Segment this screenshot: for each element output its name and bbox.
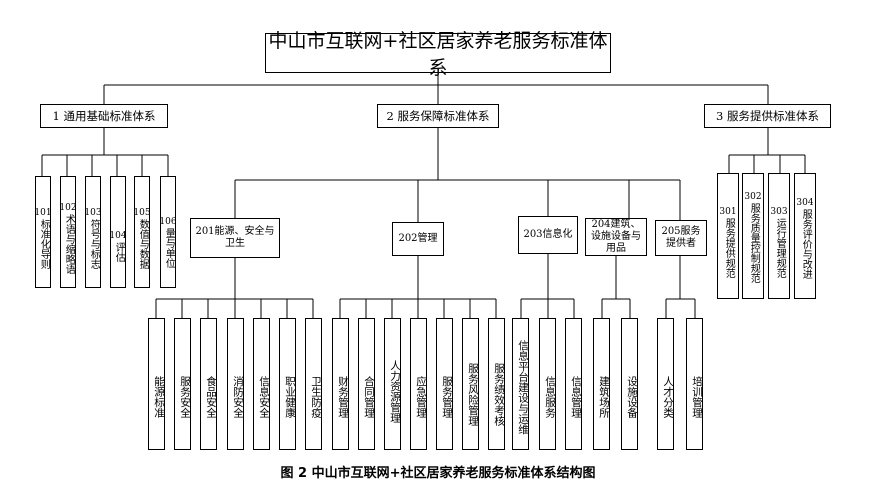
sub-202: 202管理 [392,222,444,256]
item-202-4: 应急管理 [410,318,427,450]
item-201-4: 消防安全 [227,318,244,450]
std-302-label: 服务质量控制规范 [748,203,760,284]
item-205-2: 培训管理 [686,318,703,450]
std-303-code: 303 [770,206,788,217]
item-202-5: 服务管理 [436,318,453,450]
root-title: 中山市互联网+社区居家养老服务标准体系 [265,30,611,79]
item-201-2: 服务安全 [174,318,191,450]
sub-204: 204建筑、设施设备与用品 [585,218,647,256]
level1-service-provision: 3 服务提供标准体系 [704,104,831,128]
item-202-3: 人力资源管理 [384,318,401,450]
level1-general-basics: 1 通用基础标准体系 [40,104,168,128]
std-102-code: 102 [59,202,77,213]
item-205-1: 人才分类 [657,318,674,450]
std-304: 304 服务评价与改进 [794,173,816,299]
std-103-code: 103 [84,207,102,218]
std-303: 303 运行管理规范 [768,173,790,299]
std-104-code: 104 [109,230,127,241]
std-105-label: 数值与数据 [137,219,149,270]
std-102: 102 术语与缩略语 [59,176,77,288]
std-302: 302 服务质量控制规范 [742,173,764,299]
std-106: 106 量与单位 [159,176,177,288]
figure-caption: 图 2 中山市互联网+社区居家养老服务标准体系结构图 [280,466,596,481]
std-304-code: 304 [796,197,814,208]
std-103-label: 符号与标志 [88,219,100,270]
item-203-1: 信息平台建设与运维 [512,318,529,450]
item-201-5: 信息安全 [253,318,270,450]
std-104-label: 评估 [113,242,125,263]
std-106-code: 106 [159,216,177,227]
std-301-label: 服务提供规范 [723,218,735,279]
item-202-1: 财务管理 [332,318,349,450]
item-201-6: 职业健康 [279,318,296,450]
item-204-2: 设施设备 [621,318,638,450]
std-301-code: 301 [719,206,737,217]
std-302-code: 302 [744,191,762,202]
item-203-2: 信息服务 [539,318,556,450]
std-104: 104 评估 [109,176,127,288]
std-105: 105 数值与数据 [133,176,151,288]
sub-201: 201能源、安全与卫生 [190,218,280,258]
std-106-label: 量与单位 [163,228,175,269]
item-202-7: 服务绩效考核 [488,318,505,450]
item-201-1: 能源标准 [148,318,165,450]
item-202-2: 合同管理 [358,318,375,450]
std-101-label: 标准化导则 [38,219,50,270]
std-301: 301 服务提供规范 [717,173,739,299]
level1-service-support: 2 服务保障标准体系 [377,104,499,128]
sub-205: 205服务提供者 [655,220,707,256]
std-304-label: 服务评价与改进 [800,209,812,280]
item-201-3: 食品安全 [200,318,217,450]
item-203-3: 信息管理 [565,318,582,450]
item-201-7: 卫生防疫 [305,318,322,450]
std-103: 103 符号与标志 [84,176,102,288]
item-204-1: 建筑场所 [593,318,610,450]
std-101: 101 标准化导则 [34,176,52,288]
sub-203: 203信息化 [518,216,578,254]
std-303-label: 运行管理规范 [774,218,786,279]
std-101-code: 101 [34,207,52,218]
item-202-6: 服务风险管理 [462,318,479,450]
std-105-code: 105 [133,207,151,218]
std-102-label: 术语与缩略语 [63,214,75,275]
